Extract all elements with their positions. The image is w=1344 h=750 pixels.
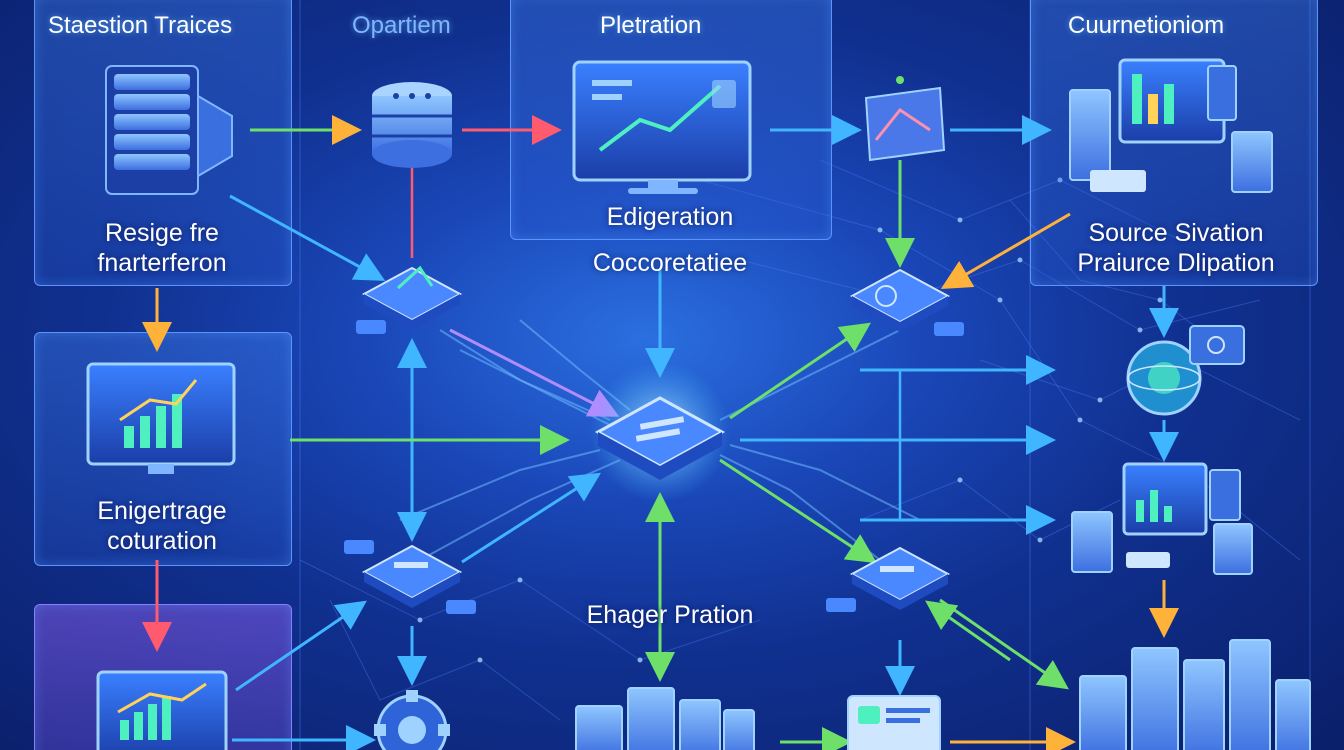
label-center-top-line1: Edigeration	[606, 203, 734, 231]
lower-right-node-icon	[826, 546, 951, 612]
bottom-right-servers-icon	[1079, 639, 1311, 750]
header-col3: Pletration	[600, 12, 702, 39]
server-rack-icon	[105, 65, 233, 195]
report-monitor-icon	[96, 670, 228, 750]
label-center-bottom: Ehager Pration	[586, 601, 754, 629]
analysis-card-icon	[864, 76, 946, 162]
globe-icon	[1126, 325, 1245, 416]
label-center-top-line2: Coccoretatiee	[592, 249, 748, 277]
bottom-servers-icon	[575, 687, 755, 750]
analytics-monitor-icon	[86, 362, 236, 474]
label-panel-source-line1: Resige fre	[105, 219, 219, 247]
label-panel-source: Resige fre fnarterferon	[54, 218, 270, 278]
header-col4: Cuurnetioniom	[1068, 12, 1225, 39]
right-workstation-icon	[1071, 462, 1253, 575]
label-right-top-line1: Source Sivation	[1088, 219, 1264, 247]
upper-right-node-icon	[849, 268, 964, 336]
gear-icon	[374, 690, 450, 750]
central-hub-node-icon	[590, 362, 730, 502]
label-panel-integration-line2: coturation	[107, 527, 217, 555]
header-col2: Opartiem	[352, 12, 451, 39]
label-panel-source-line2: fnarterferon	[97, 249, 227, 277]
label-panel-integration: Enigertrage coturation	[54, 496, 270, 556]
lower-left-node-icon	[344, 540, 476, 614]
database-icon	[372, 82, 452, 168]
upper-left-node-icon	[356, 265, 463, 334]
label-right-top-line2: Praiurce Dlipation	[1077, 249, 1275, 277]
bottom-card-icon	[847, 695, 941, 750]
label-right-top: Source Sivation Praiurce Dlipation	[1046, 218, 1306, 278]
label-panel-integration-line1: Enigertrage	[97, 497, 227, 525]
monitor-chart-icon	[572, 60, 752, 194]
header-col1: Staestion Traices	[48, 12, 233, 39]
workstation-icon	[1069, 58, 1273, 193]
